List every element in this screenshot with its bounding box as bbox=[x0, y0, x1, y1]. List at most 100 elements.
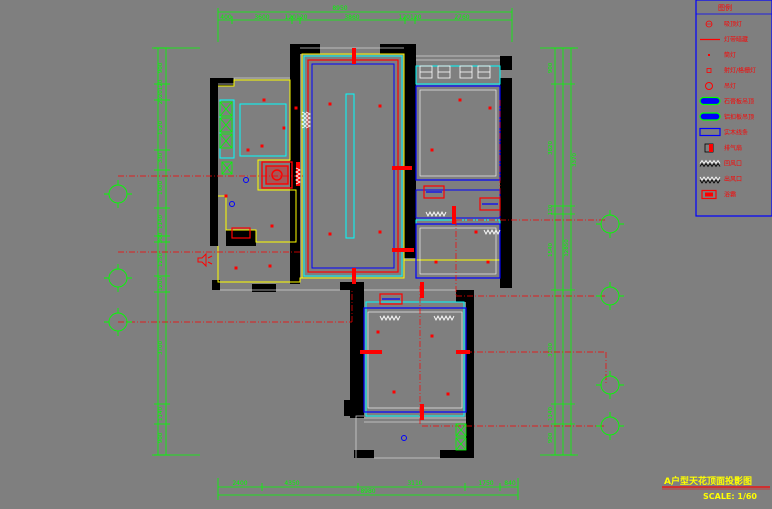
legend-item-bath-heater: 浴霸 bbox=[701, 189, 736, 200]
right-dim-texts: 900 3820 120 1540 3700 1140 900 12850 33… bbox=[548, 62, 578, 443]
downlight-mark bbox=[446, 392, 450, 396]
section-marker-right-1[interactable] bbox=[596, 210, 624, 238]
pendant-lamp-icon bbox=[705, 82, 713, 90]
legend-item-pendant-lamp: 吊灯 bbox=[705, 82, 736, 90]
return-vent-icon bbox=[699, 159, 721, 168]
legend-item-hidden-strip: 灯带暗藏 bbox=[700, 36, 748, 44]
left-dim-8: 1250 bbox=[158, 253, 164, 267]
gypsum-ceiling-icon bbox=[699, 96, 721, 106]
downlight-mark bbox=[430, 148, 434, 152]
exhaust-fan-icon bbox=[704, 143, 714, 153]
left-dim-11: 1140 bbox=[158, 407, 164, 421]
legend-item-gypsum-ceiling: 石膏板吊顶 bbox=[699, 96, 754, 106]
downlight-mark bbox=[268, 264, 272, 268]
section-marker-left-3[interactable] bbox=[104, 308, 132, 336]
downlight-mark bbox=[328, 102, 332, 106]
top-dim-2: 3600 bbox=[254, 14, 269, 21]
downlight-mark bbox=[262, 98, 266, 102]
vent-fixtures bbox=[294, 111, 501, 322]
downlight-mark bbox=[430, 334, 434, 338]
legend-item-supply-vent: 出风口 bbox=[699, 175, 742, 184]
vent-zigzag bbox=[483, 228, 501, 236]
dimension-lines bbox=[152, 8, 578, 500]
ceiling-lamp-icon bbox=[705, 20, 713, 28]
walls bbox=[210, 44, 512, 458]
wardrobe-fixtures bbox=[419, 65, 491, 79]
downlight-mark bbox=[378, 104, 382, 108]
downlight-mark bbox=[486, 260, 490, 264]
bath-heater-fixture[interactable] bbox=[261, 161, 293, 189]
right-overall-dim: 12850 bbox=[564, 239, 570, 257]
bottom-dim-5: 840 bbox=[504, 480, 516, 487]
vent-zigzag bbox=[379, 314, 401, 322]
downlight-mark bbox=[488, 106, 492, 110]
legend-panel: 图例 bbox=[695, 0, 772, 217]
top-total-dim: 8950 bbox=[332, 5, 347, 12]
top-dim-3: 120120 bbox=[285, 14, 308, 21]
legend-item-label: 排气扇 bbox=[724, 144, 742, 152]
legend-item-label: 出风口 bbox=[724, 175, 742, 183]
bath-heater-icon bbox=[701, 189, 717, 200]
section-lines-vertical bbox=[419, 220, 457, 426]
ceiling-lamp-fixtures bbox=[229, 177, 407, 441]
speaker-icon bbox=[197, 252, 213, 268]
downlight-mark bbox=[434, 260, 438, 264]
spotlight-icon bbox=[706, 68, 712, 73]
downlight-mark bbox=[474, 230, 478, 234]
left-dim-texts: 900 2020120 1720 330 1900 1140 300 1250 … bbox=[158, 62, 164, 443]
section-markers bbox=[104, 180, 624, 440]
bottom-dim-4: 1750 bbox=[478, 480, 493, 487]
drawing-title: A户型天花顶面投影图 bbox=[664, 475, 752, 487]
section-marker-right-4[interactable] bbox=[596, 412, 624, 440]
right-dim-3: 120 bbox=[548, 204, 554, 215]
downlight-mark bbox=[328, 232, 332, 236]
left-dim-ticks bbox=[154, 47, 170, 456]
downlight-mark bbox=[260, 144, 264, 148]
right-dim-1: 900 bbox=[548, 62, 554, 73]
legend-item-spotlight: 射灯/格栅灯 bbox=[706, 67, 756, 75]
kitchen-fixtures bbox=[219, 101, 467, 451]
right-dim-4: 1540 bbox=[548, 243, 554, 257]
bottom-dim-3: 3110 bbox=[407, 480, 422, 487]
drawing-scale: SCALE: 1/60 bbox=[703, 492, 757, 501]
gypsum-ceiling-outlines bbox=[217, 53, 501, 283]
section-marker-right-2[interactable] bbox=[596, 282, 624, 310]
legend-item-ceiling-lamp: 吸顶灯 bbox=[705, 20, 742, 28]
header-bars bbox=[296, 48, 470, 420]
vent-zigzag bbox=[304, 111, 312, 129]
left-dim-7: 300 bbox=[158, 232, 164, 243]
legend-item-downlight: 筒灯 bbox=[708, 51, 736, 59]
bottom-dim-1: 2400 bbox=[232, 480, 247, 487]
downlight-mark bbox=[224, 194, 228, 198]
vent-zigzag bbox=[425, 210, 447, 218]
downlight-icon bbox=[708, 54, 710, 56]
legend-item-label: 灯带暗藏 bbox=[724, 36, 748, 44]
aluminum-ceiling-icon bbox=[699, 112, 721, 121]
left-dim-4: 330 bbox=[158, 152, 164, 163]
ac-units bbox=[231, 185, 501, 305]
legend-item-label: 吊灯 bbox=[724, 82, 736, 90]
section-marker-right-3[interactable] bbox=[596, 371, 624, 399]
legend-item-exhaust-fan: 排气扇 bbox=[704, 143, 742, 153]
supply-vent-icon bbox=[699, 176, 721, 184]
section-marker-left-2[interactable] bbox=[104, 264, 132, 292]
section-lines bbox=[118, 100, 607, 427]
downlight-mark bbox=[294, 106, 298, 110]
legend-item-label: 射灯/格栅灯 bbox=[724, 67, 756, 75]
legend-item-label: 铝扣板吊顶 bbox=[724, 113, 754, 121]
legend-item-label: 石膏板吊顶 bbox=[724, 98, 754, 106]
left-dim-12: 900 bbox=[158, 432, 164, 443]
vent-zigzag bbox=[294, 167, 302, 185]
wood-molding-icon bbox=[699, 127, 721, 137]
section-marker-left-1[interactable] bbox=[104, 180, 132, 208]
right-overall-dim-2: 3370 bbox=[572, 153, 578, 167]
downlight-mark bbox=[234, 266, 238, 270]
legend-item-label: 吸顶灯 bbox=[724, 20, 742, 28]
vent-zigzag bbox=[433, 314, 455, 322]
top-dim-6: 2760 bbox=[454, 14, 469, 21]
vent-zigzag bbox=[300, 111, 308, 129]
left-dim-6: 1140 bbox=[158, 215, 164, 229]
downlight-mark bbox=[376, 330, 380, 334]
legend-item-wood-molding: 实木线条 bbox=[699, 127, 748, 137]
